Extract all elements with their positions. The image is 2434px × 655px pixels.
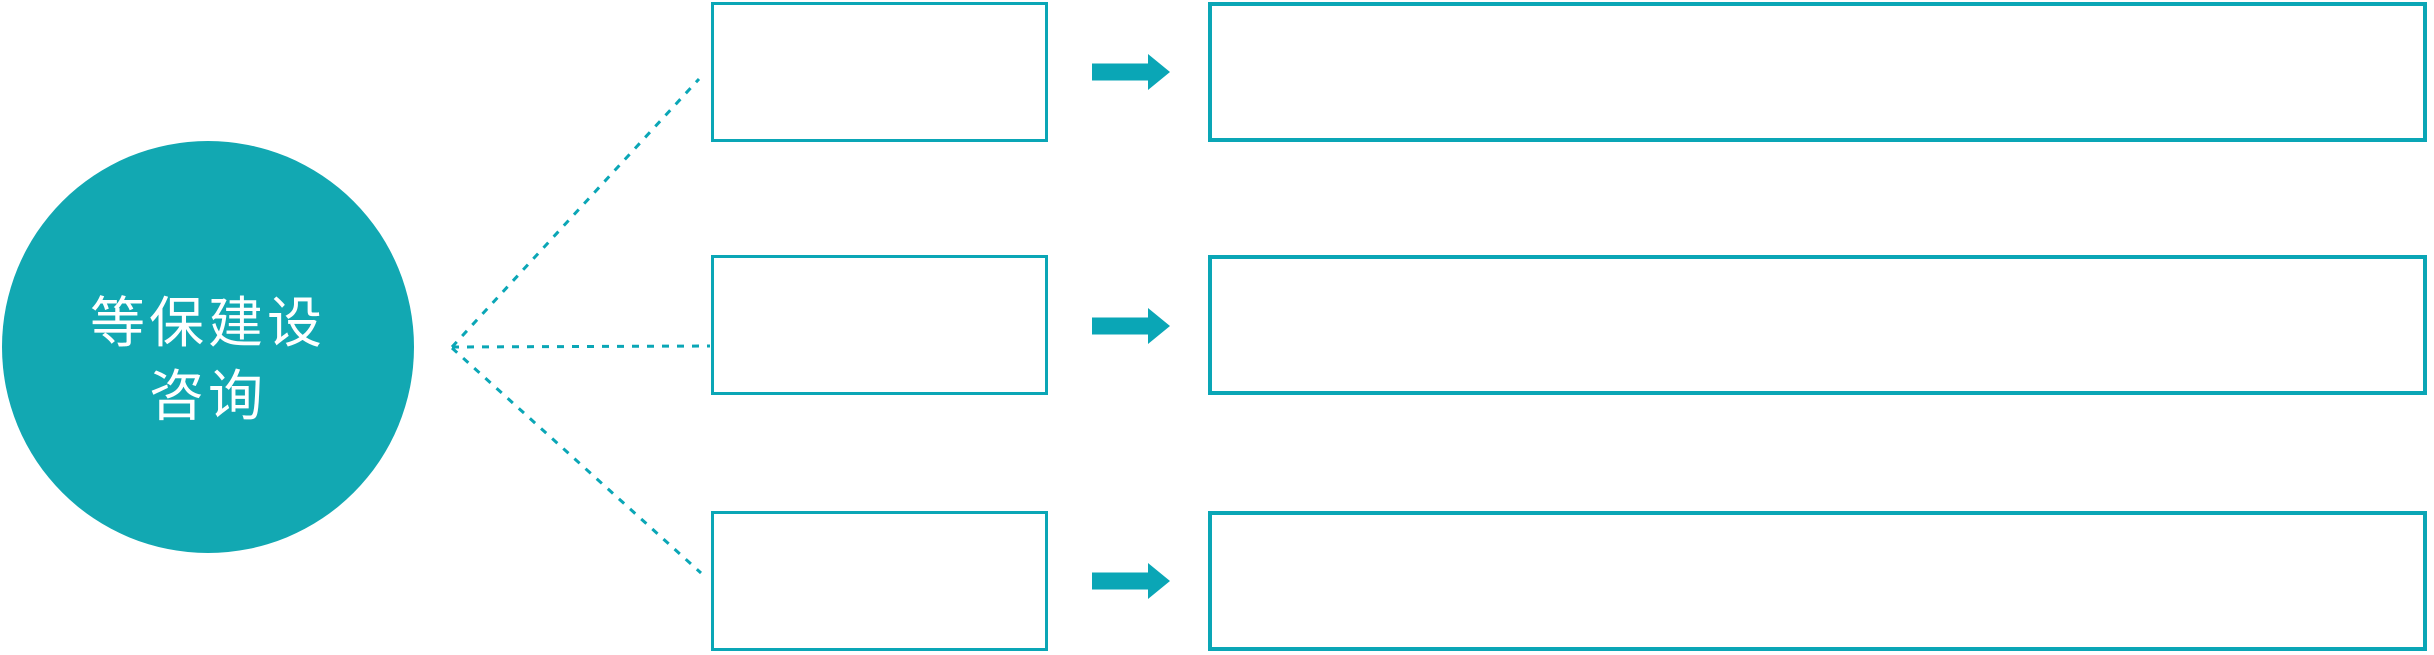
hub-circle-label-line1: 等保建设	[89, 291, 326, 355]
detail-box-3	[1208, 511, 2427, 651]
connector-dotted-line-bottom	[450, 346, 703, 575]
hub-circle-label-line2: 咨询	[148, 364, 267, 428]
arrow-right-icon	[1092, 54, 1170, 90]
stage-box-3	[711, 511, 1048, 651]
detail-box-1	[1208, 2, 2427, 142]
stage-box-2	[711, 255, 1048, 395]
connector-dotted-line-top	[450, 77, 701, 349]
detail-box-2	[1208, 255, 2427, 395]
arrow-right-icon	[1092, 563, 1170, 599]
connector-dotted-line-middle	[451, 344, 711, 349]
arrow-right-icon	[1092, 308, 1170, 344]
hub-circle: 等保建设 咨询	[2, 141, 414, 553]
stage-box-1	[711, 2, 1048, 142]
